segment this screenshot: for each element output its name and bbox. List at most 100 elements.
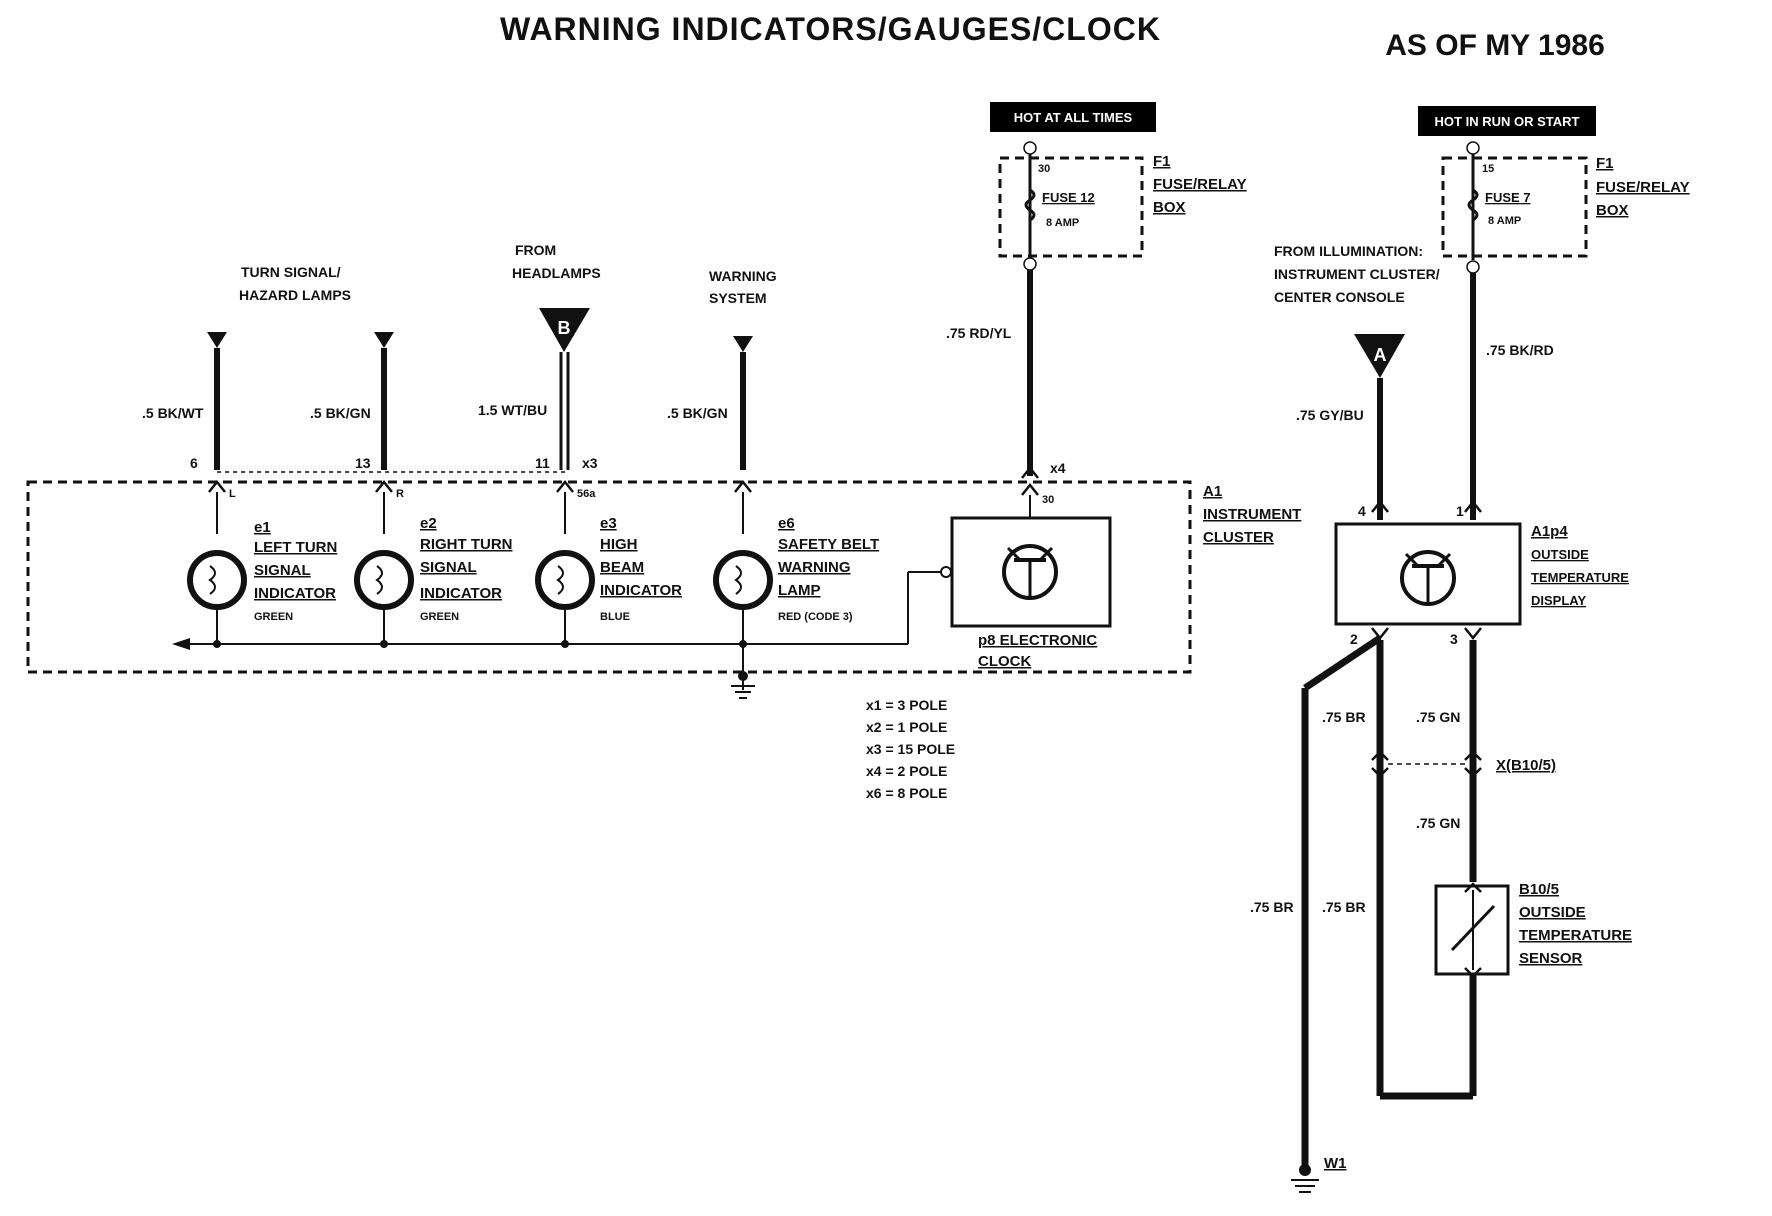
connector-a-triangle [1354, 334, 1405, 378]
lamp-1-line3: INDICATOR [254, 585, 336, 602]
cluster-label-1: INSTRUMENT [1203, 506, 1301, 523]
lamp-2-line1: RIGHT TURN [420, 536, 513, 553]
fuse-right-amp: 8 AMP [1488, 215, 1521, 227]
hot-in-run-or-start-label: HOT IN RUN OR START [1435, 114, 1580, 129]
fuse-right-label-2: BOX [1596, 202, 1629, 219]
connector-a-label: A [1374, 345, 1387, 365]
wire-label-rd-yl: .75 RD/YL [946, 325, 1012, 341]
display-label-3: DISPLAY [1531, 593, 1586, 608]
lamp-2-line2: SIGNAL [420, 559, 477, 576]
hot-at-all-times-label: HOT AT ALL TIMES [1014, 110, 1133, 125]
electronic-clock [950, 516, 1112, 628]
wire-label-gn-1: .75 GN [1416, 709, 1460, 725]
legend-item: x4 = 2 POLE [866, 763, 947, 779]
lamp-1-id: e1 [254, 519, 271, 536]
wire-label-bk-wt: .5 BK/WT [142, 405, 204, 421]
lamp-2-line3: INDICATOR [420, 585, 502, 602]
transistor-icon [1400, 550, 1456, 606]
connector-b-label: B [558, 318, 571, 338]
lamp-right-turn [354, 550, 414, 644]
warning-system-label-1: WARNING [709, 268, 777, 284]
display-id: A1p4 [1531, 523, 1568, 540]
sensor-id: B10/5 [1519, 881, 1559, 898]
lamp-3-line3: INDICATOR [600, 582, 682, 599]
lamp-1-color: GREEN [254, 611, 293, 623]
legend-item: x1 = 3 POLE [866, 697, 947, 713]
wire-label-gn-2: .75 GN [1416, 815, 1460, 831]
turn-signal-arrow-left [207, 332, 227, 348]
wire-label-br-3: .75 BR [1322, 899, 1366, 915]
diagram-title: WARNING INDICATORS/GAUGES/CLOCK [500, 11, 1161, 47]
wire-label-br-1: .75 BR [1322, 709, 1366, 725]
fuse-right-label-1: FUSE/RELAY [1596, 179, 1690, 196]
pin-56a: 56a [577, 488, 596, 500]
wire-label-bk-rd: .75 BK/RD [1486, 342, 1554, 358]
splice-label: X(B10/5) [1496, 757, 1556, 774]
lamp-4-line3: LAMP [778, 582, 821, 599]
display-pin-1: 1 [1456, 503, 1464, 519]
pin-x4: x4 [1050, 460, 1066, 476]
lamp-3-id: e3 [600, 515, 617, 532]
cluster-label-2: CLUSTER [1203, 529, 1274, 546]
fuse-relay-box-right: 15 FUSE 7 8 AMP F1 FUSE/RELAY BOX [1441, 141, 1690, 274]
outside-temperature-sensor [1434, 882, 1510, 978]
lamp-1-line2: SIGNAL [254, 562, 311, 579]
display-pin-2: 2 [1350, 631, 1358, 647]
warning-system-arrow [733, 336, 753, 352]
turn-signal-label-2: HAZARD LAMPS [239, 287, 351, 303]
wire-bundle-right [1377, 273, 1476, 520]
fuse-right-pin: 15 [1482, 163, 1494, 175]
turn-signal-arrow-right [374, 332, 394, 348]
warning-system-label-2: SYSTEM [709, 290, 767, 306]
pin-11: 11 [535, 455, 550, 471]
illumination-label-2: INSTRUMENT CLUSTER/ [1274, 266, 1440, 282]
connector-legend: x1 = 3 POLE x2 = 1 POLE x3 = 15 POLE x4 … [866, 697, 955, 801]
cluster-input-connectors [208, 465, 1039, 534]
fuse-right-id: F1 [1596, 155, 1614, 172]
lamp-4-color: RED (CODE 3) [778, 611, 853, 623]
turn-signal-label-1: TURN SIGNAL/ [241, 264, 341, 280]
lamp-3-line1: HIGH [600, 536, 638, 553]
wire-label-br-2: .75 BR [1250, 899, 1294, 915]
wire-bundle-left [214, 270, 1033, 476]
hot-at-all-times-box: HOT AT ALL TIMES [990, 102, 1156, 132]
lamp-4-line1: SAFETY BELT [778, 536, 879, 553]
lamp-bulb-icon [535, 550, 595, 610]
outside-temperature-display [1334, 499, 1522, 641]
pin-l: L [229, 488, 236, 500]
ground-label: W1 [1324, 1155, 1347, 1172]
lamp-3-line2: BEAM [600, 559, 644, 576]
ground-wire-path [1301, 635, 1477, 1170]
fuse-relay-box-left: 30 FUSE 12 8 AMP F1 FUSE/RELAY BOX [998, 141, 1247, 271]
display-pin-3: 3 [1450, 631, 1458, 647]
ground-w1-symbol [1291, 1164, 1319, 1193]
clock-label-1: p8 ELECTRONIC [978, 632, 1097, 649]
fuse-left-id: F1 [1153, 153, 1171, 170]
headlamps-label-1: FROM [515, 242, 556, 258]
transistor-icon [1002, 544, 1058, 600]
pin-r: R [396, 488, 404, 500]
lamp-1-line1: LEFT TURN [254, 539, 337, 556]
display-label-2: TEMPERATURE [1531, 570, 1629, 585]
connector-b-triangle [539, 308, 590, 352]
lamp-4-line2: WARNING [778, 559, 851, 576]
lamp-2-id: e2 [420, 515, 437, 532]
fuse-right-name: FUSE 7 [1485, 190, 1531, 205]
cluster-ground-symbol [731, 671, 755, 699]
sensor-label-3: SENSOR [1519, 950, 1583, 967]
legend-item: x2 = 1 POLE [866, 719, 947, 735]
pin-13: 13 [355, 455, 371, 471]
splice-connector [1371, 750, 1482, 778]
display-pin-4: 4 [1358, 503, 1366, 519]
lamp-4-id: e6 [778, 515, 795, 532]
lamp-bulb-icon [187, 550, 247, 610]
lamp-left-turn [187, 550, 247, 644]
lamp-bulb-icon [713, 550, 773, 610]
cluster-id: A1 [1203, 483, 1222, 500]
wire-label-wt-bu: 1.5 WT/BU [478, 402, 547, 418]
lamp-high-beam [535, 550, 595, 644]
fuse-left-amp: 8 AMP [1046, 217, 1079, 229]
wire-label-bk-gn-1: .5 BK/GN [310, 405, 371, 421]
lamp-safety-belt [713, 550, 773, 690]
